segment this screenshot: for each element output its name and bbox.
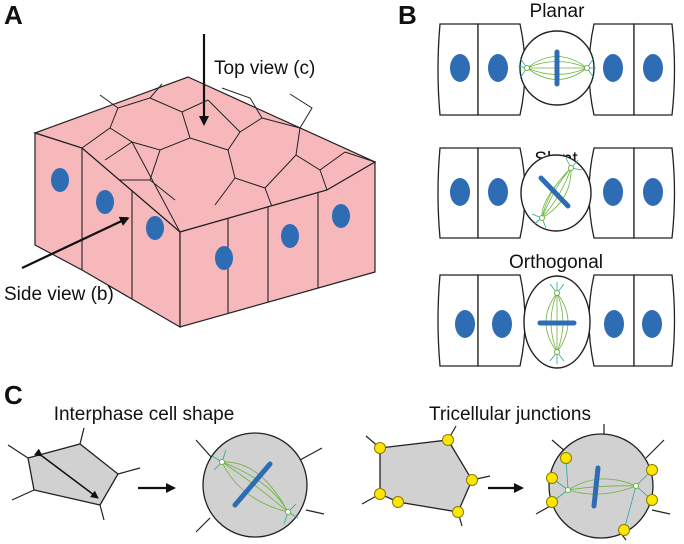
side-view-annotation: Side view (b) <box>4 216 130 305</box>
tricellular-junctions-title: Tricellular junctions <box>429 404 591 425</box>
row-orthogonal-title: Orthogonal <box>509 252 603 273</box>
panel-a-letter: A <box>4 0 23 30</box>
row-planar: Planar <box>437 1 676 116</box>
nucleus <box>51 168 69 192</box>
nucleus <box>146 216 164 240</box>
double-headed-arrow-icon <box>34 448 99 499</box>
interphase-cell-shape-title: Interphase cell shape <box>54 404 235 425</box>
junction-dot <box>618 524 630 536</box>
tissue-right-side <box>179 160 376 328</box>
junction-dividing-cell <box>535 424 671 541</box>
junction-dot <box>452 506 464 518</box>
nucleus <box>96 190 114 214</box>
junction-dot <box>646 464 658 476</box>
junction-dot <box>546 472 558 484</box>
top-view-label: Top view (c) <box>214 58 315 79</box>
panel-a: A Top view (c) <box>4 0 377 329</box>
junction-dot <box>374 488 386 500</box>
junction-cell <box>361 425 491 527</box>
junction-dot <box>646 494 658 506</box>
nucleus <box>281 224 299 248</box>
junction-dot <box>546 496 558 508</box>
interphase-cell <box>7 427 141 521</box>
row-planar-title: Planar <box>530 1 586 22</box>
junction-dot <box>442 434 454 446</box>
side-view-label: Side view (b) <box>4 284 114 305</box>
junction-dot <box>466 474 478 486</box>
junction-dot <box>392 496 404 508</box>
arrow-diagonal-icon <box>21 216 130 269</box>
junction-dot <box>560 452 572 464</box>
panel-b: B Planar Slant <box>398 0 676 369</box>
nucleus <box>215 246 233 270</box>
tissue-left-side <box>34 132 181 329</box>
row-orthogonal: Orthogonal <box>437 252 676 369</box>
junction-dot <box>374 442 386 454</box>
nucleus <box>332 204 350 228</box>
top-view-annotation: Top view (c) <box>199 34 315 126</box>
chromosome-plate <box>538 175 571 209</box>
panel-c: C Interphase cell shape Tricellular junc… <box>4 380 671 541</box>
panel-b-letter: B <box>398 0 417 30</box>
row-slant: Slant <box>437 147 676 239</box>
interphase-dividing-cell <box>195 432 325 538</box>
panel-c-letter: C <box>4 380 23 410</box>
